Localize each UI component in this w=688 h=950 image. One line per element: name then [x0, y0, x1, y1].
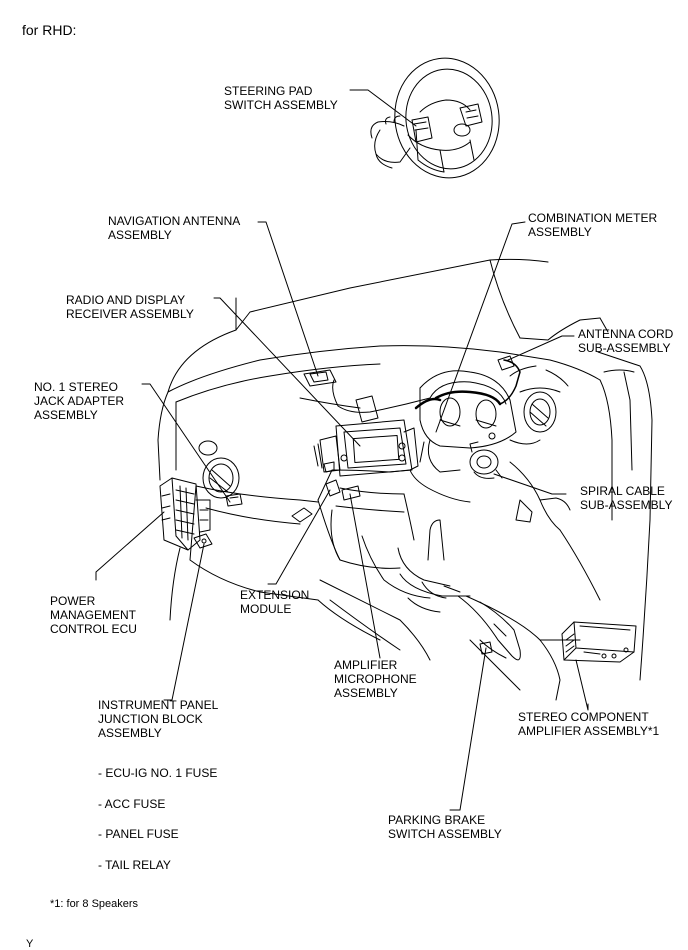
spiral-cable [470, 442, 502, 478]
navigation-antenna [304, 370, 430, 412]
steering-wheel-inset [371, 51, 507, 184]
leader-lines [96, 90, 588, 810]
page-header: for RHD: [22, 22, 77, 38]
power-management-ecu [160, 478, 210, 550]
radio-display-receiver [314, 420, 418, 476]
combination-meter [416, 356, 520, 408]
corner-mark: Y [26, 938, 34, 950]
parking-brake-switch [480, 642, 492, 654]
fuse-item-tail-relay: - TAIL RELAY [98, 858, 171, 872]
stereo-component-amplifier [562, 622, 636, 662]
stereo-jack-adapter [226, 494, 242, 506]
fuse-item-panel: - PANEL FUSE [98, 827, 179, 841]
footnote: *1: for 8 Speakers [50, 898, 139, 910]
amplifier-microphone [342, 486, 360, 500]
fuse-item-acc: - ACC FUSE [98, 797, 166, 811]
fuse-item-ecu-ig: - ECU-IG NO. 1 FUSE [98, 766, 218, 780]
dashboard-body [158, 259, 652, 700]
junction-block-connector [194, 534, 212, 548]
